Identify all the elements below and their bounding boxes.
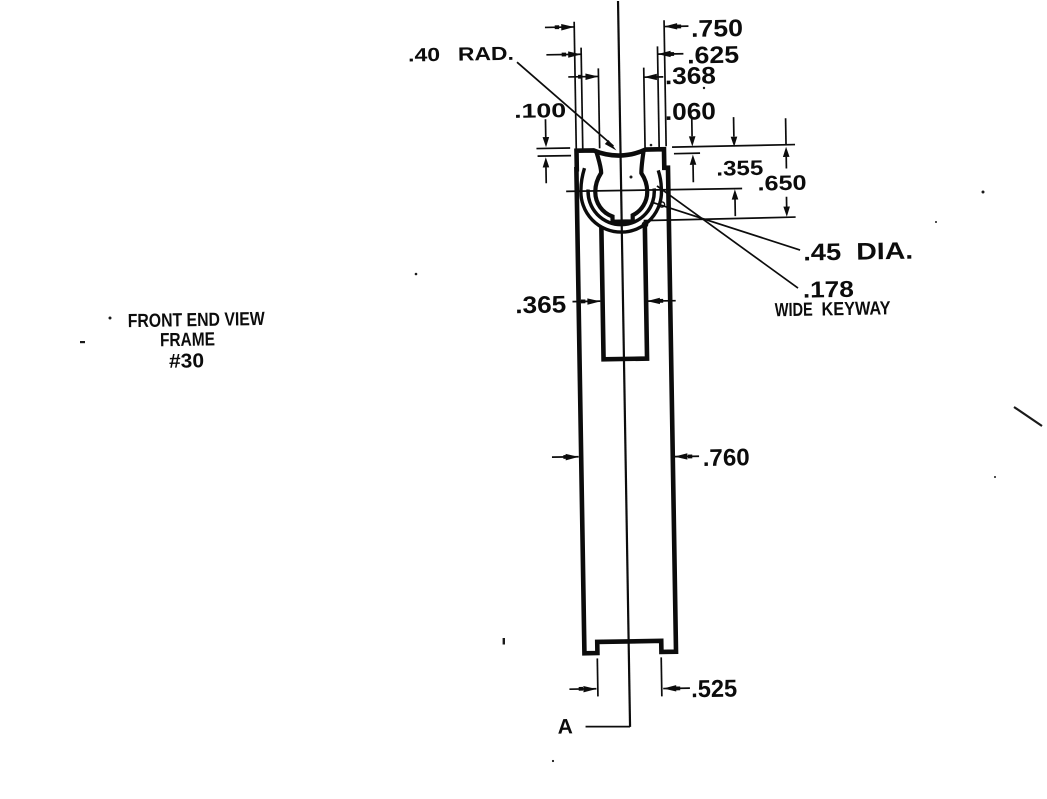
svg-text:WIDE: WIDE xyxy=(775,300,813,322)
svg-text:.365: .365 xyxy=(515,291,566,319)
svg-text:.525: .525 xyxy=(691,676,737,704)
svg-text:.760: .760 xyxy=(702,444,749,472)
svg-text:DIA.: DIA. xyxy=(856,238,913,266)
svg-text:.100: .100 xyxy=(514,100,566,123)
svg-text:.368: .368 xyxy=(665,62,716,90)
svg-text:FRAME: FRAME xyxy=(160,329,215,351)
svg-text:.060: .060 xyxy=(665,98,716,126)
svg-text:#30: #30 xyxy=(169,350,204,373)
svg-text:.750: .750 xyxy=(691,15,743,43)
svg-text:KEYWAY: KEYWAY xyxy=(821,298,891,320)
svg-text:.625: .625 xyxy=(687,42,739,70)
svg-text:.650: .650 xyxy=(757,172,806,196)
svg-text:.178: .178 xyxy=(803,276,855,303)
svg-text:.45: .45 xyxy=(803,239,841,267)
svg-text:.40: .40 xyxy=(408,45,440,67)
svg-text:RAD.: RAD. xyxy=(458,44,514,66)
svg-text:A: A xyxy=(557,715,573,738)
svg-text:.355: .355 xyxy=(716,157,764,181)
svg-text:FRONT END VIEW: FRONT END VIEW xyxy=(128,309,265,332)
